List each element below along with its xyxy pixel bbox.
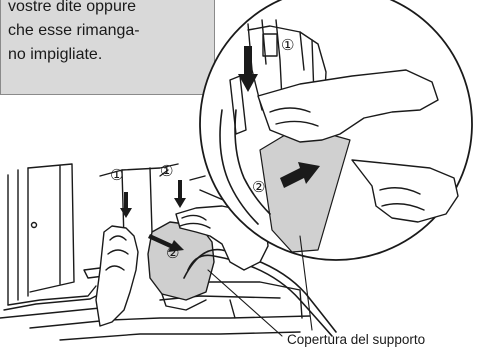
push-arrows-step1	[120, 180, 186, 218]
step2-label-stand: ②	[166, 244, 179, 262]
instruction-note-box: vostre dite oppure che esse rimanga- no …	[0, 0, 215, 95]
instruction-note-text: vostre dite oppure che esse rimanga- no …	[8, 0, 140, 63]
step1-label-right: ①	[160, 162, 173, 180]
step1-label-left: ①	[110, 166, 123, 184]
pull-arrow-step2	[148, 234, 184, 252]
caption-leader-line	[207, 269, 283, 337]
step1-label-zoom: ①	[281, 36, 294, 54]
stand-cover-caption: Copertura del supporto	[287, 332, 426, 347]
step2-label-zoom: ②	[252, 178, 265, 196]
magnified-detail	[199, 0, 473, 261]
monitor-stand-drawing	[0, 163, 311, 341]
